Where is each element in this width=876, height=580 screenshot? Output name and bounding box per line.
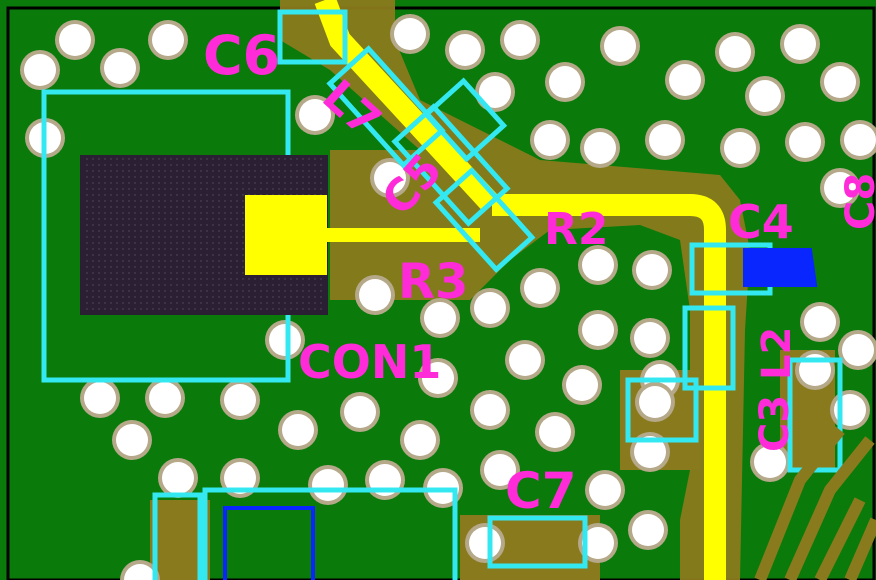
via-drill — [282, 414, 314, 446]
label-r3: R3 — [398, 254, 468, 310]
via-drill — [469, 527, 501, 559]
label-c7: C7 — [505, 462, 576, 520]
via-drill — [149, 382, 181, 414]
via-drill — [632, 514, 664, 546]
label-c6: C6 — [203, 24, 280, 87]
via-drill — [636, 254, 668, 286]
label-r2: R2 — [544, 204, 609, 255]
via-drill — [582, 314, 614, 346]
via-drill — [589, 474, 621, 506]
via-drill — [669, 64, 701, 96]
con1-connector — [41, 89, 328, 383]
via-drill — [474, 394, 506, 426]
via-drill — [104, 52, 136, 84]
blue-traces — [223, 248, 818, 580]
label-c4: C4 — [728, 195, 794, 249]
via-drill — [374, 162, 406, 194]
label-l2: L2 — [754, 327, 800, 380]
via-drill — [484, 454, 516, 486]
via-drill — [312, 469, 344, 501]
via-drill — [582, 249, 614, 281]
via-drill — [724, 132, 756, 164]
via-drill — [784, 28, 816, 60]
via-drill — [124, 564, 156, 580]
label-c8: C8 — [838, 173, 876, 230]
via-drill — [719, 36, 751, 68]
reference-labels: C6 C7 C4 R2 R3 CON1 L7 C5 L2 C3 C8 — [203, 24, 876, 520]
via-drill — [479, 76, 511, 108]
via-drill — [754, 446, 786, 478]
via-group — [20, 14, 876, 580]
via-drill — [566, 369, 598, 401]
via-drill — [162, 462, 194, 494]
fanout-traces — [754, 426, 876, 580]
via-drill — [639, 386, 671, 418]
via-drill — [359, 279, 391, 311]
board-outline — [6, 6, 876, 580]
via-drill — [534, 124, 566, 156]
via-drill — [474, 292, 506, 324]
via-drill — [24, 54, 56, 86]
via-drill — [749, 80, 781, 112]
via-drill — [504, 24, 536, 56]
via-drill — [224, 462, 256, 494]
via-drill — [584, 132, 616, 164]
via-drill — [152, 24, 184, 56]
via-drill — [404, 424, 436, 456]
silkscreen-outlines — [152, 9, 843, 580]
via-drill — [824, 172, 856, 204]
via-drill — [842, 334, 874, 366]
via-drill — [224, 384, 256, 416]
via-drill — [269, 324, 301, 356]
via-drill — [539, 416, 571, 448]
via-drill — [634, 436, 666, 468]
via-drill — [549, 66, 581, 98]
con1-signal-pad — [245, 195, 327, 275]
via-drill — [394, 18, 426, 50]
via-drill — [116, 424, 148, 456]
via-drill — [649, 124, 681, 156]
via-drill — [509, 344, 541, 376]
via-drill — [804, 306, 836, 338]
label-con1: CON1 — [298, 335, 441, 389]
via-drill — [344, 396, 376, 428]
via-drill — [84, 382, 116, 414]
label-c3: C3 — [752, 395, 798, 452]
via-drill — [524, 272, 556, 304]
via-drill — [582, 527, 614, 559]
via-drill — [422, 362, 454, 394]
via-drill — [604, 30, 636, 62]
via-drill — [299, 99, 331, 131]
via-drill — [634, 322, 666, 354]
via-drill — [449, 34, 481, 66]
via-drill — [824, 66, 856, 98]
via-drill — [59, 24, 91, 56]
via-drill — [789, 126, 821, 158]
via-drill — [844, 124, 876, 156]
via-drill — [424, 302, 456, 334]
